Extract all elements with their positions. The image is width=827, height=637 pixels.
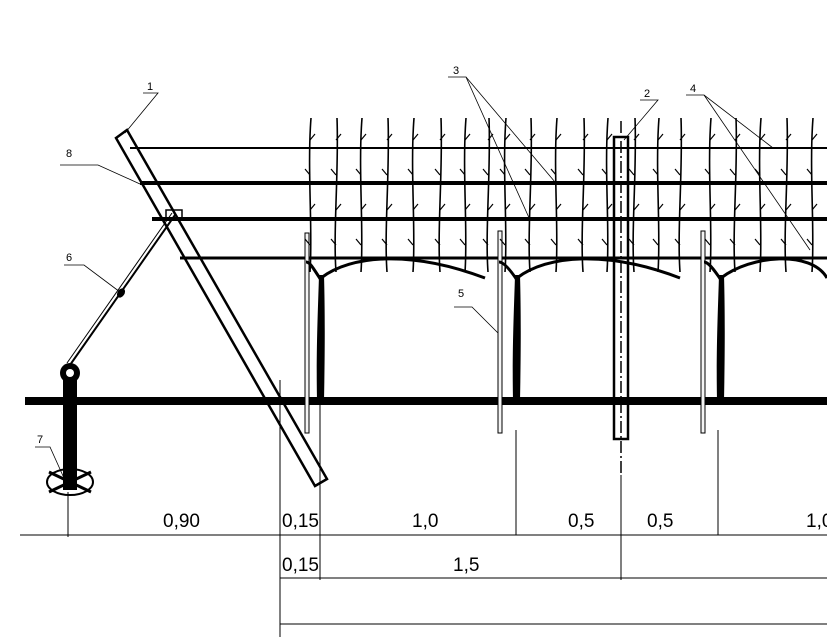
- dim-1-0-right: 1,0: [806, 511, 827, 532]
- dim-0-5-left: 0,5: [568, 511, 594, 532]
- callout-2: 2: [644, 88, 650, 100]
- line-post: [612, 121, 630, 475]
- dim-1-5: 1,5: [453, 555, 479, 576]
- callout-4: 4: [690, 83, 696, 95]
- leader-lines: [35, 76, 811, 488]
- callout-8: 8: [66, 148, 72, 160]
- guy-wire: [66, 209, 183, 366]
- callout-7: 7: [37, 434, 43, 446]
- dim-0-5-right: 0,5: [647, 511, 673, 532]
- vine-plant: [498, 117, 686, 401]
- end-post: [114, 128, 329, 488]
- anchor: [46, 363, 94, 496]
- vine-plant: [703, 117, 827, 401]
- callout-6: 6: [66, 252, 72, 264]
- vines: [304, 117, 827, 401]
- vine-plant: [304, 117, 494, 401]
- dimension-lines: [20, 380, 827, 637]
- trellis-wires: [130, 147, 827, 260]
- callout-1: 1: [147, 81, 153, 93]
- dim-0-90: 0,90: [163, 511, 200, 532]
- dim-1-0-left: 1,0: [412, 511, 438, 532]
- dim-0-15-top: 0,15: [282, 511, 319, 532]
- stakes: [304, 230, 706, 434]
- callout-3: 3: [453, 65, 459, 77]
- dim-0-15-bottom: 0,15: [282, 555, 319, 576]
- callout-5: 5: [458, 288, 464, 300]
